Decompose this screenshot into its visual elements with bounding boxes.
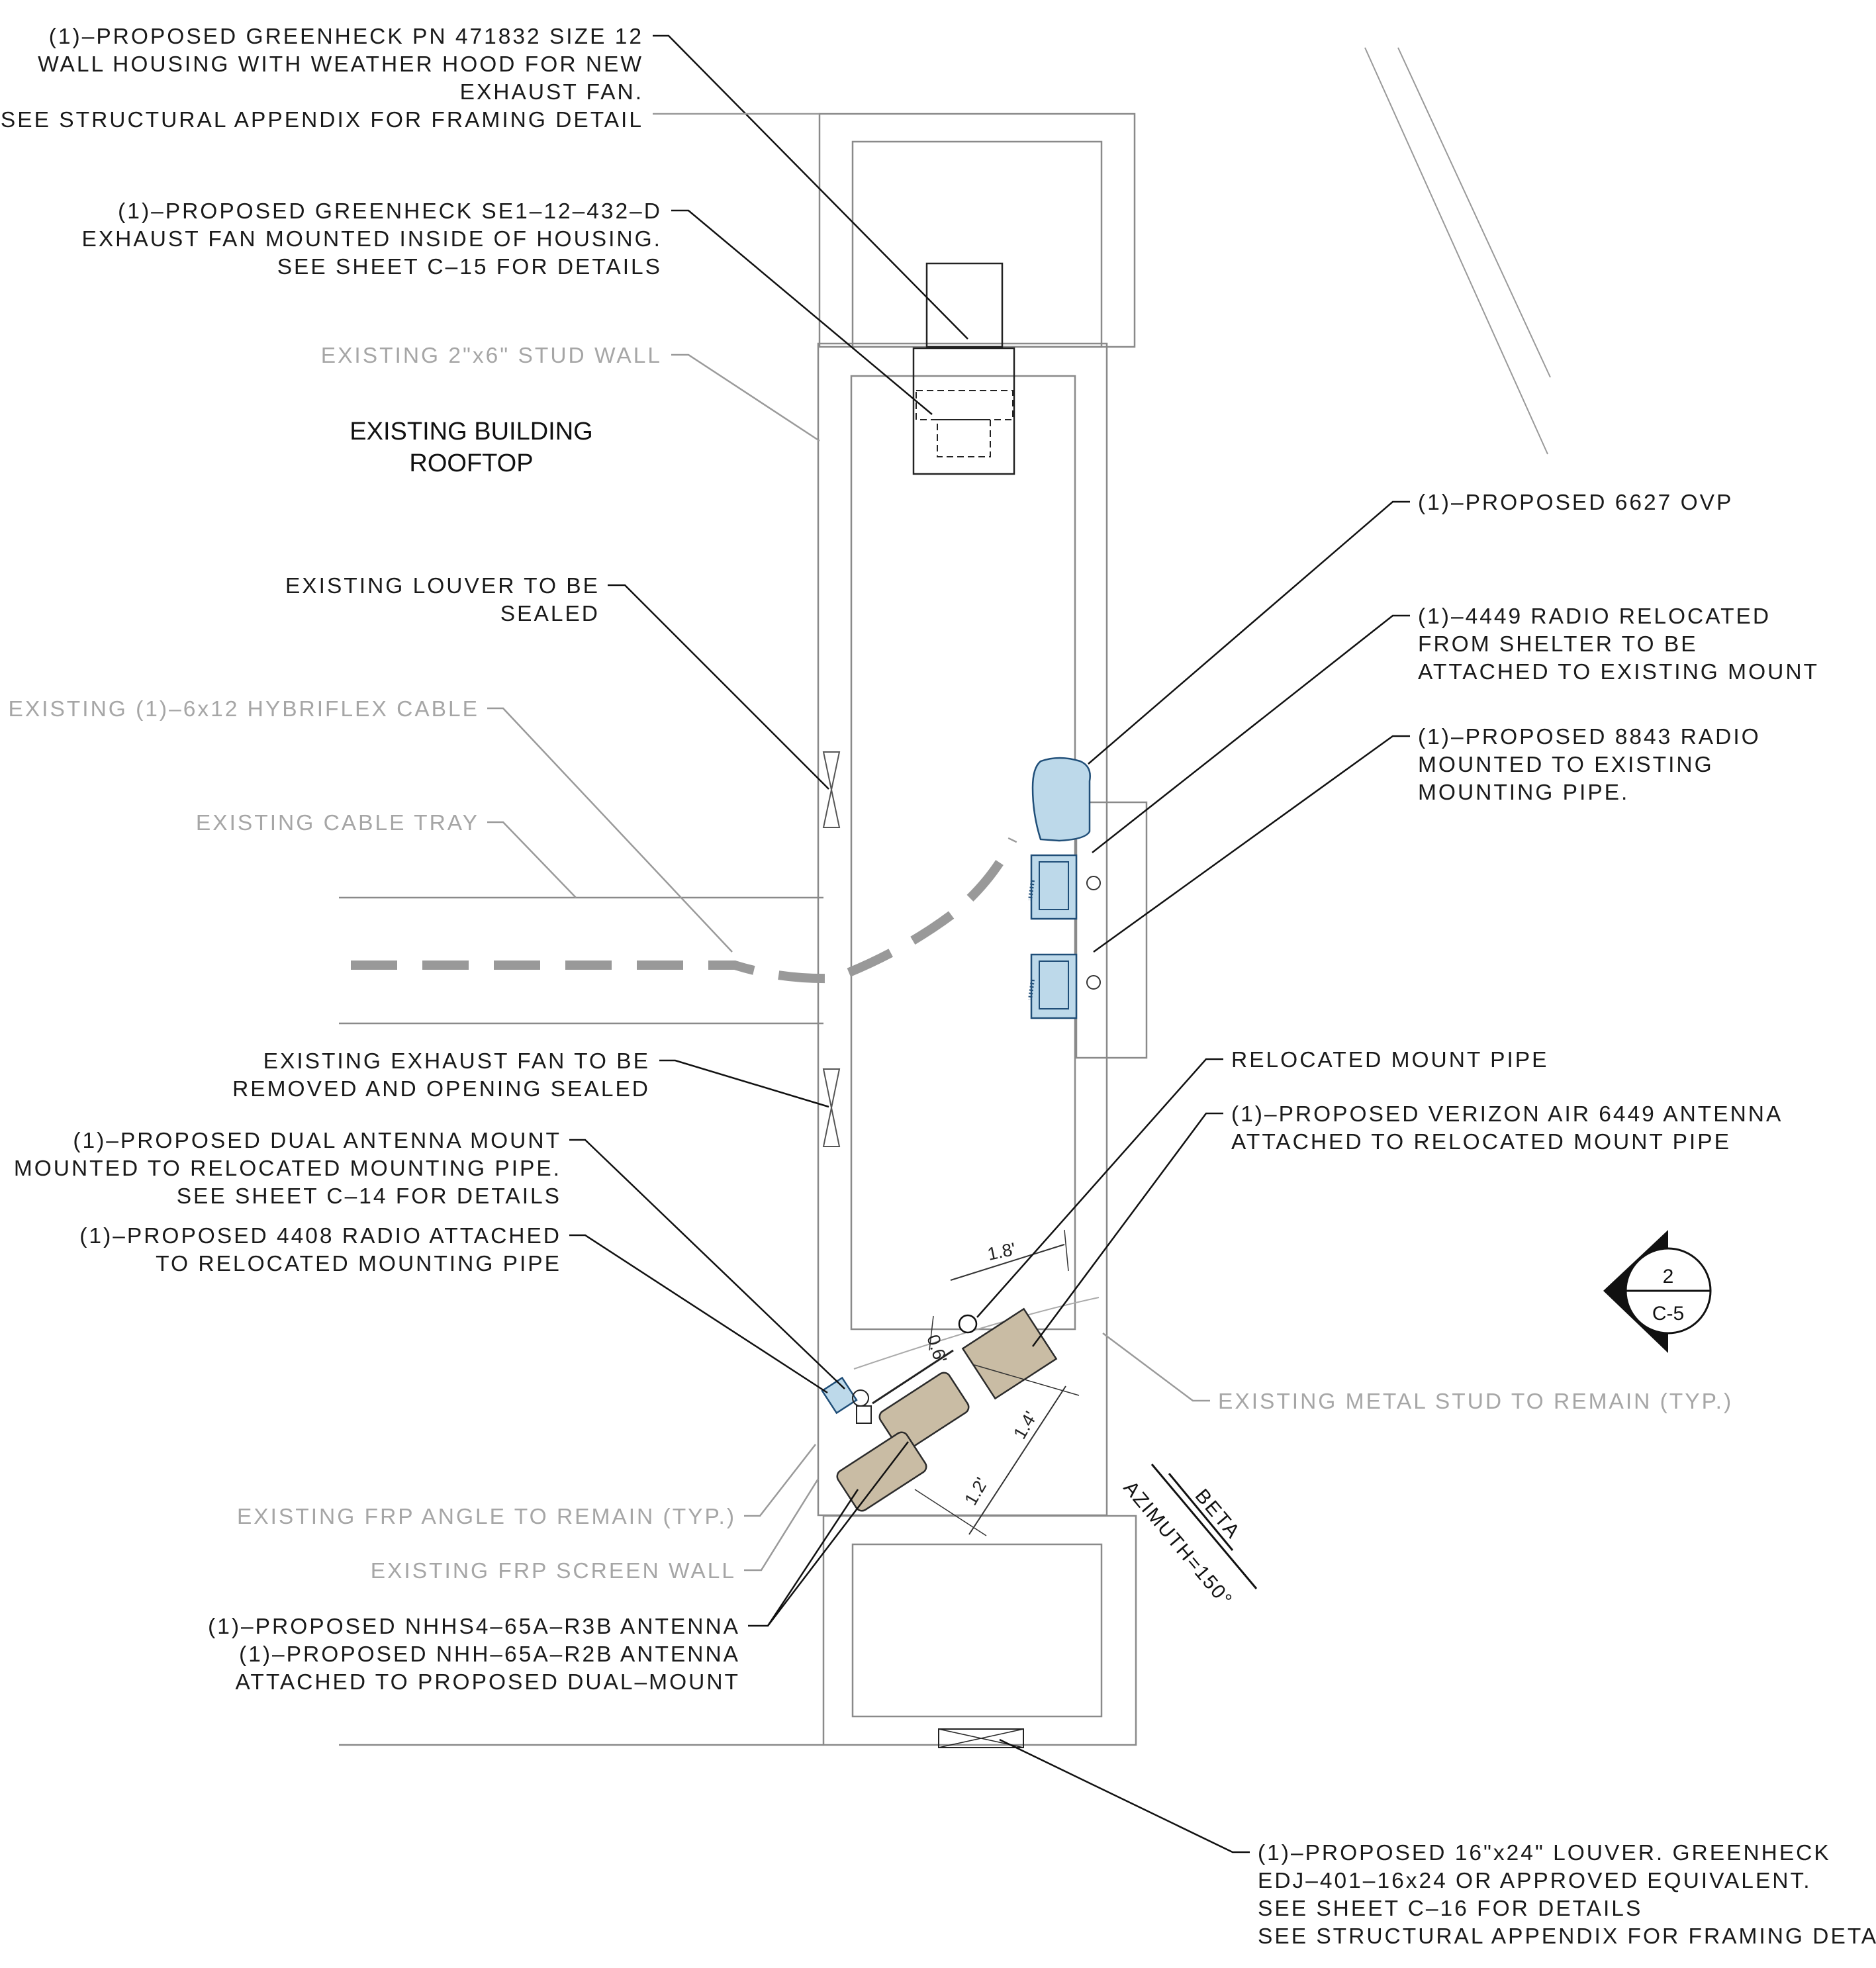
callout-line: ATTACHED TO EXISTING MOUNT <box>1418 660 1819 684</box>
callout-line: WALL HOUSING WITH WEATHER HOOD FOR NEW <box>38 52 643 77</box>
section-sheet: C-5 <box>1652 1303 1684 1325</box>
mount-bay <box>1075 801 1148 1059</box>
roof-line-2 <box>1397 47 1551 378</box>
callout-air-6449: (1)–PROPOSED VERIZON AIR 6449 ANTENNA AT… <box>1231 1102 1783 1154</box>
roof-line-1 <box>1364 47 1548 455</box>
callout-line: MOUNTED TO EXISTING <box>1418 753 1714 777</box>
callout-radio-4408: (1)–PROPOSED 4408 RADIO ATTACHED TO RELO… <box>79 1224 561 1276</box>
callout-line: ATTACHED TO PROPOSED DUAL–MOUNT <box>236 1670 740 1695</box>
upper-enclosure-inner <box>851 140 1103 348</box>
callout-line: EXISTING LOUVER TO BE <box>285 574 600 598</box>
dim-0-6: 0.6' <box>923 1333 951 1366</box>
fan-symbol-removed <box>822 1068 841 1147</box>
callout-line: EXISTING FRP SCREEN WALL <box>371 1559 736 1583</box>
relocated-mount-pipe <box>958 1314 978 1334</box>
callout-line: (1)–PROPOSED VERIZON AIR 6449 ANTENNA <box>1231 1102 1783 1127</box>
sector-arc <box>853 1297 1100 1370</box>
callout-cable-tray: EXISTING CABLE TRAY <box>196 811 479 835</box>
callout-fan-removed: EXISTING EXHAUST FAN TO BE REMOVED AND O… <box>232 1049 650 1101</box>
callout-ovp: (1)–PROPOSED 6627 OVP <box>1418 491 1733 515</box>
callout-line: EXHAUST FAN. <box>460 80 643 105</box>
callout-radio-8843: (1)–PROPOSED 8843 RADIO MOUNTED TO EXIST… <box>1418 725 1761 805</box>
leaders <box>487 34 1410 1853</box>
hybriflex-cable <box>351 837 1017 984</box>
callout-line: EDJ–401–16x24 OR APPROVED EQUIVALENT. <box>1258 1869 1812 1893</box>
exhaust-fan-motor <box>937 419 991 457</box>
wall-housing <box>912 347 1015 475</box>
callout-frp-screen: EXISTING FRP SCREEN WALL <box>371 1559 736 1583</box>
callout-line: REMOVED AND OPENING SEALED <box>232 1077 650 1101</box>
callout-line: (1)–PROPOSED GREENHECK PN 471832 SIZE 12 <box>49 24 643 49</box>
dim-1-2: 1.2' <box>961 1474 992 1509</box>
callout-line: MOUNTED TO RELOCATED MOUNTING PIPE. <box>14 1156 561 1181</box>
area-title-line2: ROOFTOP <box>409 449 533 477</box>
callout-line: (1)–4449 RADIO RELOCATED <box>1418 604 1771 629</box>
wall-housing-hood <box>925 262 1004 348</box>
nhh-antenna <box>836 1431 927 1512</box>
mount-pipe-existing-1 <box>1086 876 1101 890</box>
callout-line: EXISTING 2"x6" STUD WALL <box>321 344 662 368</box>
callout-line: ATTACHED TO RELOCATED MOUNT PIPE <box>1231 1130 1731 1154</box>
section-number: 2 <box>1663 1266 1674 1288</box>
callout-louver-new: (1)–PROPOSED 16"x24" LOUVER. GREENHECK E… <box>1258 1841 1876 1949</box>
callout-line: EXISTING (1)–6x12 HYBRIFLEX CABLE <box>8 697 479 722</box>
callout-metal-stud: EXISTING METAL STUD TO REMAIN (TYP.) <box>1218 1389 1733 1414</box>
radio-4408 <box>821 1376 858 1415</box>
upper-enclosure-outer <box>818 113 1136 348</box>
lower-enclosure-outer <box>822 1515 1137 1746</box>
air-6449-antenna <box>961 1307 1058 1400</box>
callout-line: (1)–PROPOSED 8843 RADIO <box>1418 725 1761 749</box>
azimuth-indicator: BETA AZIMUTH=150° <box>1119 1464 1258 1611</box>
callout-line: EXISTING CABLE TRAY <box>196 811 479 835</box>
callout-dual-mount: (1)–PROPOSED DUAL ANTENNA MOUNT MOUNTED … <box>14 1129 561 1209</box>
callout-wall-housing: (1)–PROPOSED GREENHECK PN 471832 SIZE 12… <box>1 24 643 132</box>
callout-line: SEE STRUCTURAL APPENDIX FOR FRAMING DETA… <box>1 108 643 132</box>
callout-exhaust-fan: (1)–PROPOSED GREENHECK SE1–12–432–D EXHA… <box>81 199 662 279</box>
mount-pipe-existing-2 <box>1086 975 1101 990</box>
callout-line: SEE SHEET C–15 FOR DETAILS <box>277 255 662 279</box>
callout-line: (1)–PROPOSED 4408 RADIO ATTACHED <box>79 1224 561 1248</box>
callout-stud-wall: EXISTING 2"x6" STUD WALL <box>321 344 662 368</box>
area-title-line1: EXISTING BUILDING <box>350 418 592 445</box>
callout-radio-4449: (1)–4449 RADIO RELOCATED FROM SHELTER TO… <box>1418 604 1819 684</box>
callout-line: SEALED <box>500 602 600 626</box>
callout-line: (1)–PROPOSED GREENHECK SE1–12–432–D <box>118 199 662 224</box>
callout-line: (1)–PROPOSED DUAL ANTENNA MOUNT <box>73 1129 561 1153</box>
callout-line: (1)–PROPOSED 6627 OVP <box>1418 491 1733 515</box>
callout-line: TO RELOCATED MOUNTING PIPE <box>156 1252 561 1276</box>
callout-line: EXISTING METAL STUD TO REMAIN (TYP.) <box>1218 1389 1733 1414</box>
callout-line: (1)–PROPOSED NHH–65A–R2B ANTENNA <box>239 1642 740 1667</box>
azimuth-sector: BETA <box>1191 1485 1245 1544</box>
callout-line: SEE STRUCTURAL APPENDIX FOR FRAMING DETA… <box>1258 1924 1876 1949</box>
callout-line: FROM SHELTER TO BE <box>1418 632 1698 657</box>
callout-line: (1)–PROPOSED NHHS4–65A–R3B ANTENNA <box>208 1615 740 1639</box>
callout-antennas: (1)–PROPOSED NHHS4–65A–R3B ANTENNA (1)–P… <box>208 1615 740 1695</box>
callout-mount-pipe: RELOCATED MOUNT PIPE <box>1231 1048 1548 1072</box>
callout-hybriflex: EXISTING (1)–6x12 HYBRIFLEX CABLE <box>8 697 479 722</box>
callout-line: MOUNTING PIPE. <box>1418 780 1629 805</box>
section-marker: 2 C-5 <box>1603 1230 1712 1353</box>
callout-line: EXHAUST FAN MOUNTED INSIDE OF HOUSING. <box>81 227 662 252</box>
callout-line: RELOCATED MOUNT PIPE <box>1231 1048 1548 1072</box>
dim-1-4: 1.4' <box>1009 1408 1041 1442</box>
lower-enclosure-inner <box>851 1543 1103 1718</box>
callout-line: EXISTING EXHAUST FAN TO BE <box>263 1049 650 1074</box>
callout-line: SEE SHEET C–14 FOR DETAILS <box>177 1184 561 1209</box>
callout-line: EXISTING FRP ANGLE TO REMAIN (TYP.) <box>237 1505 736 1529</box>
exhaust-fan-outline <box>915 390 1013 420</box>
callout-line: (1)–PROPOSED 16"x24" LOUVER. GREENHECK <box>1258 1841 1831 1865</box>
callout-frp-angle: EXISTING FRP ANGLE TO REMAIN (TYP.) <box>237 1505 736 1529</box>
callout-line: SEE SHEET C–16 FOR DETAILS <box>1258 1897 1642 1921</box>
louver-symbol-sealed <box>822 751 841 828</box>
callout-louver-sealed: EXISTING LOUVER TO BE SEALED <box>285 574 600 626</box>
main-outer-wall <box>817 342 1108 1517</box>
structure <box>339 47 1551 1748</box>
ovp-6627 <box>1031 757 1091 842</box>
main-inner-wall <box>850 375 1076 1331</box>
equipment <box>821 757 1101 1512</box>
